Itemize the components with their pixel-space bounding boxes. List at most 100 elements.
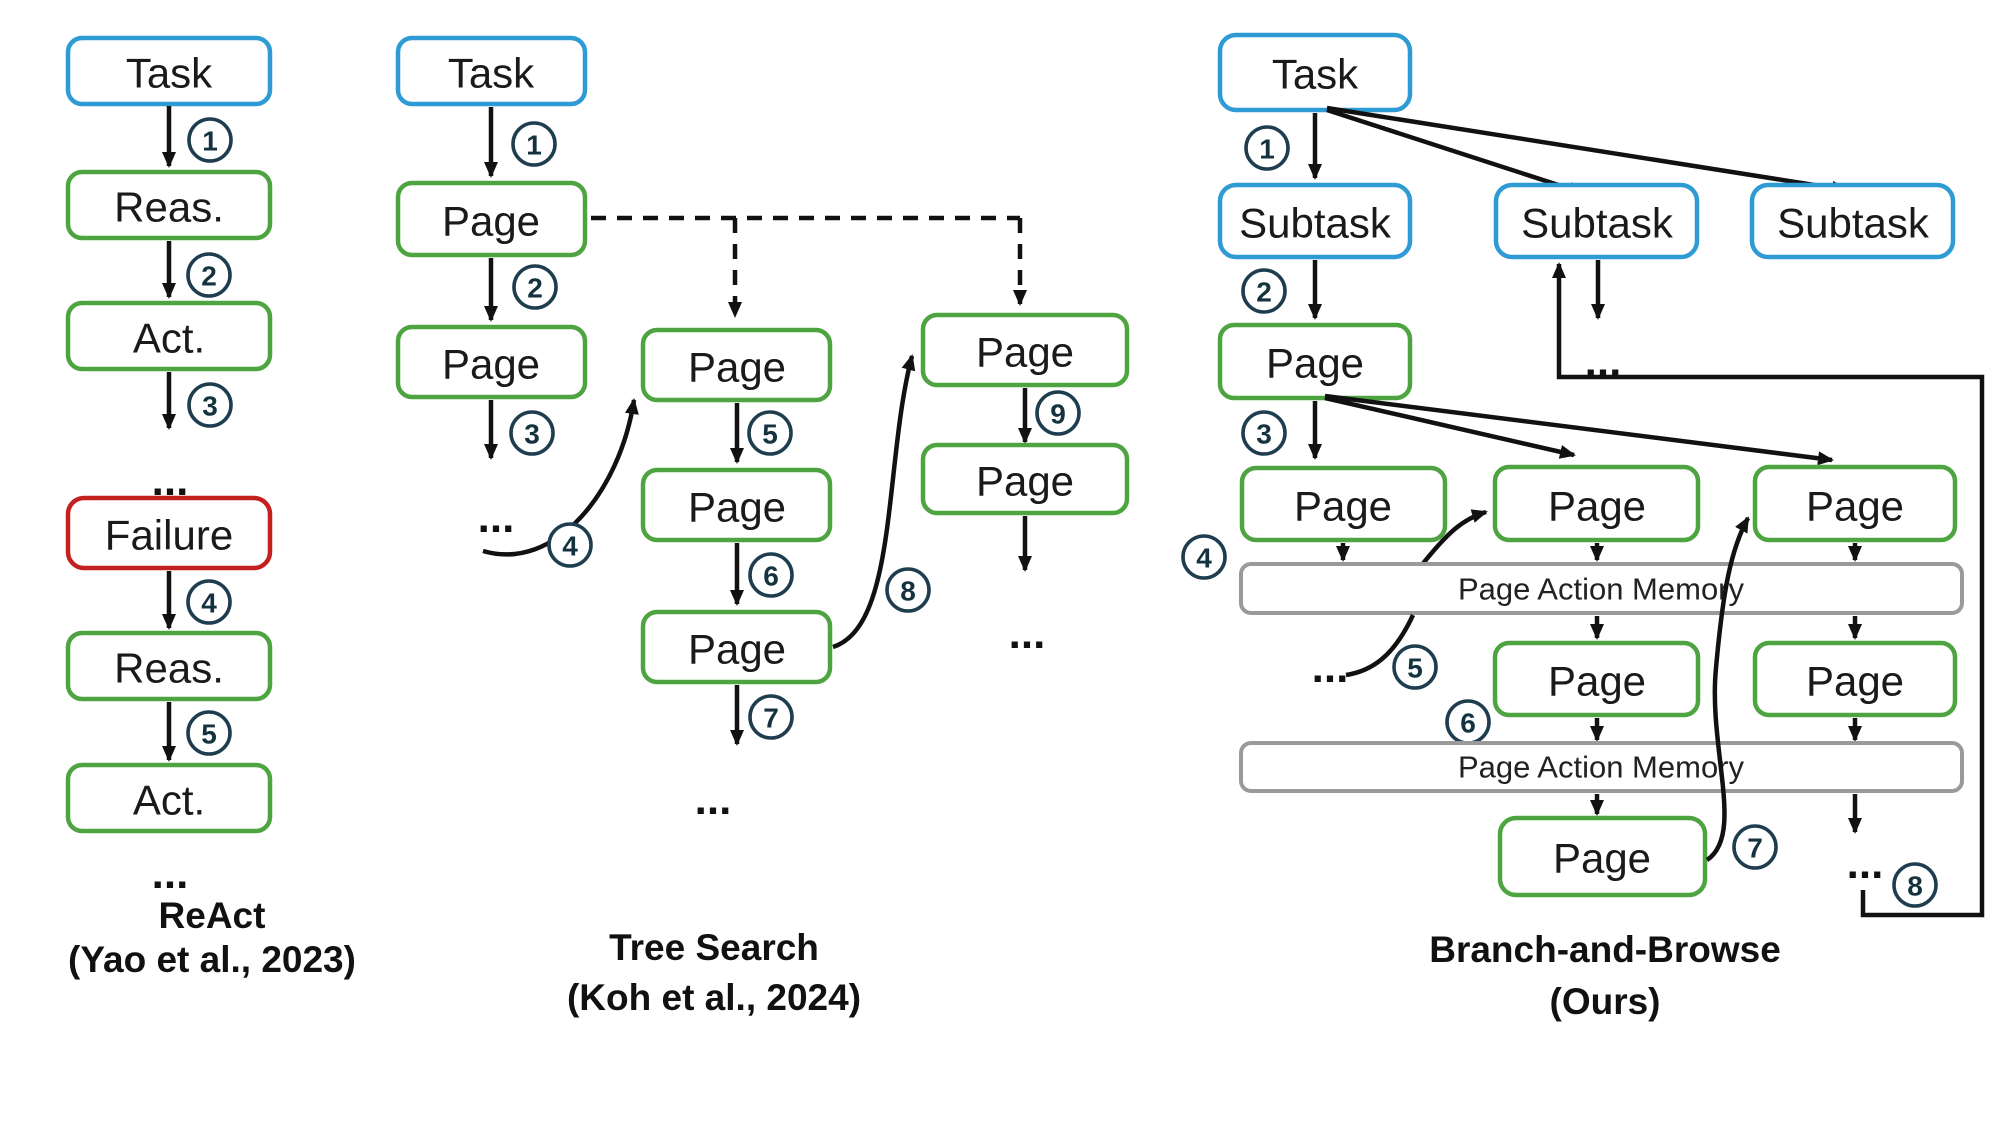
tree-page-a1-label: Page [688,344,786,391]
panel-react: Task 1 Reas. 2 Act. 3 ... Failure 4 Reas… [65,35,356,980]
return-loop-to-subtask2 [1552,262,1985,918]
bnb-memory1-label: Page Action Memory [1458,572,1745,607]
arrow-page1-to-page2c [1324,393,1834,466]
step-number-2: 2 [527,273,543,304]
step-circle-5 [186,710,232,756]
bnb-page3c-label: Page [1806,658,1904,705]
curve-backtrack-8 [832,354,916,650]
panel-branch-and-browse: Task 1 Subtask Subtask Subtask ... 2 Pag… [1181,32,1985,1022]
tree-ellipsis-1: ... [478,493,515,542]
react-act2-box [65,762,273,834]
bnb-task-label: Task [1272,51,1359,98]
step-circle-2 [186,252,232,298]
step-circle-3 [509,410,555,456]
bnb-page3b-label: Page [1548,658,1646,705]
step-number-7: 7 [763,703,779,734]
step-circle-1 [511,121,557,167]
step-number-2: 2 [1256,277,1272,308]
step-circle-7 [1732,824,1778,870]
tree-page-b2-box [920,442,1130,516]
step-number-3: 3 [524,419,540,450]
step-number-4: 4 [562,531,578,562]
step-number-5: 5 [1407,653,1423,684]
bnb-page2b-label: Page [1548,483,1646,530]
bnb-page2c-label: Page [1806,483,1904,530]
bnb-subtask2-box [1493,182,1700,260]
tree-ellipsis-3: ... [1009,609,1046,658]
step-circle-4 [1181,534,1227,580]
step-circle-6 [748,552,794,598]
react-reas1-box [65,169,273,241]
bnb-page3b-box [1492,640,1701,718]
react-failure-label: Failure [105,512,233,559]
tree-page-a2-label: Page [688,484,786,531]
tree-page-a2-box [640,467,833,543]
step-circle-2 [512,264,558,310]
tree-page1-box [395,180,588,258]
step-circle-1 [1244,125,1290,171]
step-number-6: 6 [763,561,779,592]
tree-page1-label: Page [442,198,540,245]
react-task-box [65,35,273,107]
step-circle-7 [748,694,794,740]
react-act2-label: Act. [133,777,205,824]
react-reas2-label: Reas. [114,645,224,692]
step-number-1: 1 [1259,134,1275,165]
panel-tree-search: Task 1 Page 2 Page 3 ... 4 Page 5 Page 6 [395,35,1130,1018]
bnb-ellipsis-branch: ... [1312,643,1349,692]
react-title: ReAct [159,895,266,936]
step-circle-5 [747,410,793,456]
react-subtitle: (Yao et al., 2023) [68,939,356,980]
step-number-8: 8 [900,576,916,607]
react-ellipsis-2: ... [152,849,189,898]
arrow-page1-to-page2b [1324,395,1576,459]
step-number-4: 4 [201,588,217,619]
step-circle-8 [1892,862,1938,908]
bnb-page2a-box [1239,465,1448,543]
tree-page-a3-box [640,609,833,685]
react-act1-box [65,300,273,372]
tree-page2-label: Page [442,341,540,388]
bnb-memory2-label: Page Action Memory [1458,750,1745,785]
bnb-subtask2-label: Subtask [1521,200,1674,247]
tree-page-a1-box [640,327,833,403]
step-number-3: 3 [1256,419,1272,450]
bnb-page1-label: Page [1266,340,1364,387]
tree-page2-box [395,324,588,400]
react-failure-box [65,495,273,571]
bnb-page4-label: Page [1553,835,1651,882]
curve-backtrack-4 [482,398,639,557]
step-number-9: 9 [1050,399,1066,430]
bnb-task-box [1217,32,1413,113]
step-circle-5 [1392,644,1438,690]
step-circle-4 [547,522,593,568]
bnb-subtitle: (Ours) [1550,981,1661,1022]
step-number-1: 1 [202,126,218,157]
bnb-page3c-box [1752,640,1958,718]
bnb-page2b-box [1492,464,1701,543]
tree-task-label: Task [448,50,535,97]
step-number-5: 5 [201,719,217,750]
react-reas2-box [65,630,273,702]
curve-page4-to-page2c [1705,516,1750,862]
step-circle-8 [885,567,931,613]
step-circle-3 [1241,410,1287,456]
tree-task-box [395,35,588,107]
tree-page-b2-label: Page [976,458,1074,505]
tree-title: Tree Search [609,927,819,968]
step-number-7: 7 [1747,833,1763,864]
arrow-task-to-subtask3 [1326,105,1848,195]
step-circle-9 [1035,390,1081,436]
bnb-page2a-label: Page [1294,483,1392,530]
tree-subtitle: (Koh et al., 2024) [567,977,861,1018]
curve-memory1-to-page2b [1419,509,1488,568]
tree-page-a3-label: Page [688,626,786,673]
step-circle-4 [186,579,232,625]
step-number-5: 5 [762,419,778,450]
step-number-8: 8 [1907,871,1923,902]
bnb-subtask3-box [1749,182,1956,260]
react-reas1-label: Reas. [114,184,224,231]
bnb-subtask1-label: Subtask [1239,200,1392,247]
step-circle-2 [1241,268,1287,314]
curve-memory1-to-ellipsis [1345,614,1416,678]
